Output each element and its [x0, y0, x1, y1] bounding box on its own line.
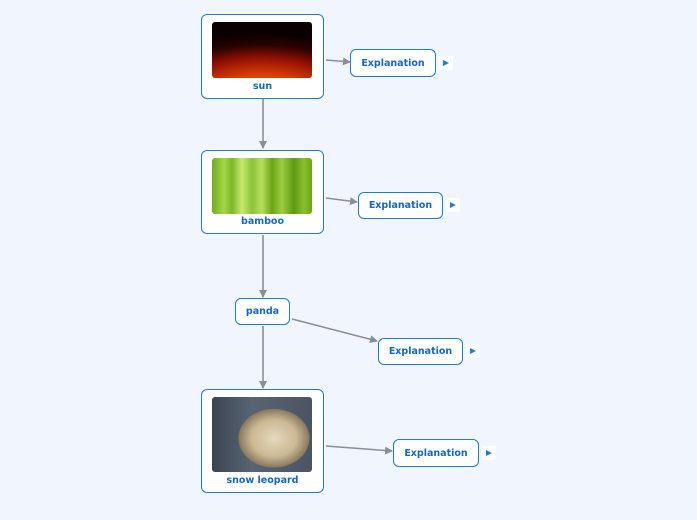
bamboo-photo — [212, 158, 312, 214]
explanation-node-snow-leopard[interactable]: Explanation — [393, 439, 479, 467]
topic-node-bamboo[interactable]: bamboo — [201, 150, 324, 234]
play-triangle-icon — [450, 201, 456, 208]
play-triangle-icon — [486, 449, 492, 456]
explanation-label: Explanation — [404, 447, 468, 459]
explanation-node-sun[interactable]: Explanation — [350, 49, 436, 77]
topic-label: bamboo — [241, 216, 284, 227]
expand-button[interactable] — [466, 344, 480, 358]
edge-snow-leopard-explanation — [325, 445, 393, 455]
explanation-label: Explanation — [361, 57, 425, 69]
topic-node-sun[interactable]: sun — [201, 14, 324, 99]
sun-photo — [212, 22, 312, 78]
topic-label: snow leopard — [226, 475, 299, 486]
topic-label: sun — [252, 81, 273, 92]
topic-node-snow-leopard[interactable]: snow leopard — [201, 389, 324, 493]
edge-sun-explanation — [325, 57, 351, 66]
topic-node-panda[interactable]: panda — [235, 298, 290, 325]
explanation-label: Explanation — [388, 346, 453, 357]
play-triangle-icon — [443, 59, 449, 66]
edge-bamboo-explanation — [325, 197, 358, 206]
explanation-node-bamboo[interactable]: Explanation — [358, 192, 443, 219]
expand-button[interactable] — [439, 56, 453, 70]
play-triangle-icon — [470, 347, 476, 354]
snow-leopard-photo — [212, 397, 312, 472]
topic-label: panda — [245, 306, 280, 317]
expand-button[interactable] — [482, 446, 496, 460]
edge-panda-explanation — [291, 318, 378, 344]
expand-button[interactable] — [446, 198, 460, 212]
explanation-label: Explanation — [368, 200, 433, 211]
explanation-node-panda[interactable]: Explanation — [378, 338, 463, 365]
